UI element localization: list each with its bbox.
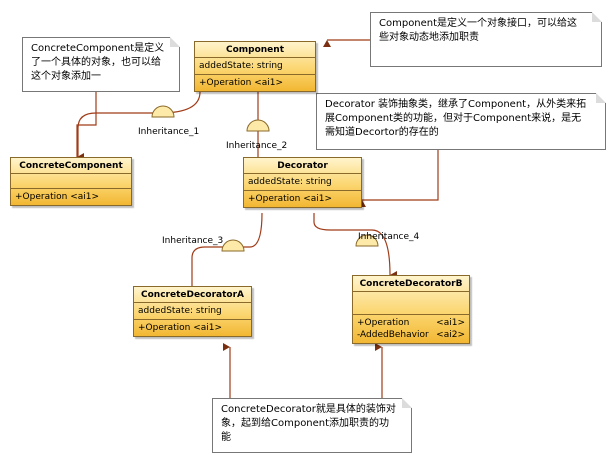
class-name: ConcreteComponent	[19, 161, 123, 171]
inheritance-3-line	[191, 212, 263, 286]
operations: +Operation <ai1> -AddedBehavior <ai2>	[353, 314, 469, 343]
class-concrete-decorator-b[interactable]: ConcreteDecoratorB +Operation <ai1> -Add…	[352, 275, 470, 344]
class-concrete-component[interactable]: ConcreteComponent +Operation <ai1>	[10, 157, 132, 206]
operation-name: -AddedBehavior	[357, 330, 429, 340]
class-concrete-decorator-a[interactable]: ConcreteDecoratorA addedState: string +O…	[133, 286, 252, 337]
attribute: addedState: string	[138, 306, 222, 316]
operation-tag: <ai2>	[436, 330, 465, 340]
inheritance-4-semicircle	[355, 234, 379, 247]
operation: +Operation <ai1>	[248, 194, 333, 204]
note-decorator: Decorator 装饰抽象类，继承了Component，从外类来拓展Compo…	[316, 93, 606, 150]
inheritance-2-semicircle	[246, 119, 270, 132]
label-inheritance-3: Inheritance_3	[162, 236, 224, 246]
attribute: addedState: string	[199, 61, 283, 71]
operation: +Operation <ai1>	[357, 317, 465, 329]
note-connector-decorator	[358, 150, 439, 207]
attributes: addedState: string	[134, 302, 251, 319]
operations: +Operation <ai1>	[134, 319, 251, 336]
class-name: ConcreteDecoratorA	[141, 290, 244, 300]
note-concrete-component: ConcreteComponent是定义了一个具体的对象，也可以给这个对象添加一	[22, 37, 180, 92]
class-component[interactable]: Component addedState: string +Operation …	[194, 41, 316, 92]
operation-tag: <ai1>	[436, 318, 465, 328]
operation: +Operation <ai1>	[199, 78, 284, 88]
operations: +Operation <ai1>	[244, 190, 361, 207]
operation: +Operation <ai1>	[138, 323, 223, 333]
operation: -AddedBehavior <ai2>	[357, 329, 465, 341]
attributes	[353, 291, 469, 314]
note-connector-concrete-component	[76, 92, 97, 161]
class-decorator[interactable]: Decorator addedState: string +Operation …	[243, 157, 362, 208]
operations: +Operation <ai1>	[195, 74, 315, 91]
attributes: addedState: string	[195, 57, 315, 74]
inheritance-1-line	[77, 91, 201, 157]
attributes: addedState: string	[244, 173, 361, 190]
inheritance-4-line	[313, 213, 398, 279]
class-name: Component	[225, 45, 284, 55]
attribute: addedState: string	[248, 177, 332, 187]
note-component: Component是定义一个对象接口，可以给这些对象动态地添加职责	[370, 12, 602, 67]
note-concrete-decorator: ConcreteDecorator就是具体的装饰对象，起到给Component添…	[212, 398, 412, 453]
operations: +Operation <ai1>	[11, 188, 131, 205]
inheritance-1-semicircle	[151, 105, 175, 118]
label-inheritance-1: Inheritance_1	[138, 127, 200, 137]
label-inheritance-4: Inheritance_4	[358, 232, 420, 242]
inheritance-3-semicircle	[221, 239, 245, 252]
class-name: ConcreteDecoratorB	[359, 279, 463, 289]
label-inheritance-2: Inheritance_2	[226, 141, 288, 151]
class-name: Decorator	[277, 161, 328, 171]
attributes	[11, 173, 131, 188]
operation: +Operation <ai1>	[15, 192, 100, 202]
operation-name: +Operation	[357, 318, 410, 328]
